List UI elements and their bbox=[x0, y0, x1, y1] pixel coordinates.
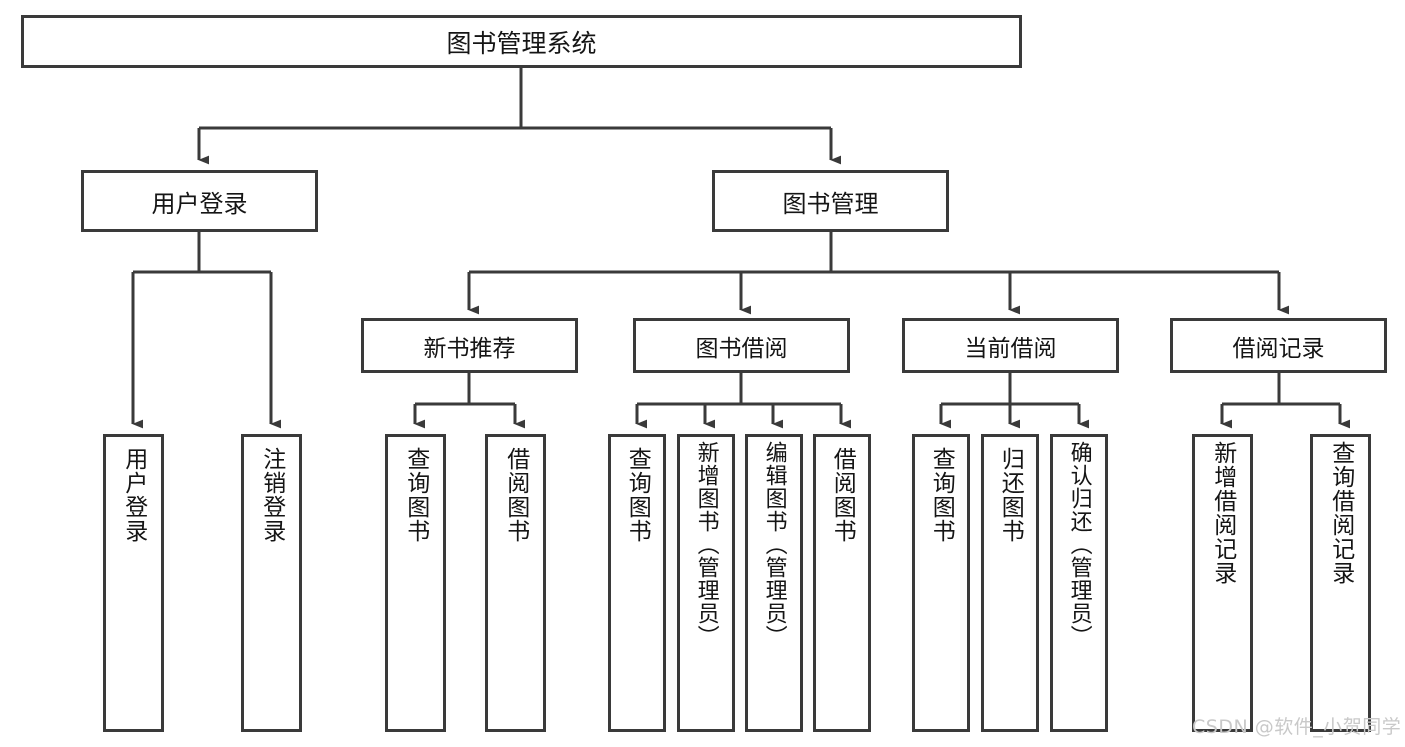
node-leaf-logout-login[interactable]: 注销登录 bbox=[241, 434, 302, 732]
node-label: 当前借阅 bbox=[964, 335, 1057, 362]
node-label: 确认归还（管理员） bbox=[1066, 441, 1092, 648]
node-label: 归还图书 bbox=[997, 447, 1024, 543]
node-label: 借阅图书 bbox=[502, 447, 529, 543]
node-label: 图书管理 bbox=[782, 189, 879, 218]
node-label: 新增借阅记录 bbox=[1209, 441, 1236, 585]
node-label: 新书推荐 bbox=[423, 335, 516, 362]
node-leaf-query-record[interactable]: 查询借阅记录 bbox=[1310, 434, 1371, 732]
node-label: 查询图书 bbox=[928, 447, 955, 543]
node-book-management[interactable]: 图书管理 bbox=[712, 170, 949, 232]
node-label: 查询图书 bbox=[624, 447, 651, 543]
node-label: 查询借阅记录 bbox=[1327, 441, 1354, 585]
node-label: 图书借阅 bbox=[695, 335, 788, 362]
node-label: 查询图书 bbox=[402, 447, 429, 543]
node-new-book-recommend[interactable]: 新书推荐 bbox=[361, 318, 578, 373]
node-leaf-confirm-return[interactable]: 确认归还（管理员） bbox=[1050, 434, 1108, 732]
node-leaf-query-book-3[interactable]: 查询图书 bbox=[912, 434, 970, 732]
node-leaf-query-book-2[interactable]: 查询图书 bbox=[608, 434, 666, 732]
node-book-borrow[interactable]: 图书借阅 bbox=[633, 318, 850, 373]
node-label: 编辑图书（管理员） bbox=[761, 441, 787, 648]
node-user-login[interactable]: 用户登录 bbox=[81, 170, 318, 232]
csdn-watermark: CSDN @软件_小贺同学 bbox=[1192, 716, 1402, 738]
node-label: 用户登录 bbox=[120, 447, 147, 543]
node-label: 图书管理系统 bbox=[446, 28, 597, 58]
node-leaf-query-book-1[interactable]: 查询图书 bbox=[385, 434, 446, 732]
node-label: 注销登录 bbox=[258, 447, 285, 543]
node-current-borrow[interactable]: 当前借阅 bbox=[902, 318, 1119, 373]
node-leaf-add-book[interactable]: 新增图书（管理员） bbox=[677, 434, 735, 732]
node-leaf-edit-book[interactable]: 编辑图书（管理员） bbox=[745, 434, 803, 732]
node-label: 借阅记录 bbox=[1232, 335, 1325, 362]
node-label: 借阅图书 bbox=[829, 447, 856, 543]
node-leaf-borrow-book-1[interactable]: 借阅图书 bbox=[485, 434, 546, 732]
node-label: 新增图书（管理员） bbox=[693, 441, 719, 648]
node-leaf-return-book[interactable]: 归还图书 bbox=[981, 434, 1039, 732]
node-label: 用户登录 bbox=[151, 189, 248, 218]
node-leaf-borrow-book-2[interactable]: 借阅图书 bbox=[813, 434, 871, 732]
node-leaf-add-record[interactable]: 新增借阅记录 bbox=[1192, 434, 1253, 732]
node-leaf-user-login[interactable]: 用户登录 bbox=[103, 434, 164, 732]
node-book-management-system[interactable]: 图书管理系统 bbox=[21, 15, 1022, 68]
node-borrow-record[interactable]: 借阅记录 bbox=[1170, 318, 1387, 373]
